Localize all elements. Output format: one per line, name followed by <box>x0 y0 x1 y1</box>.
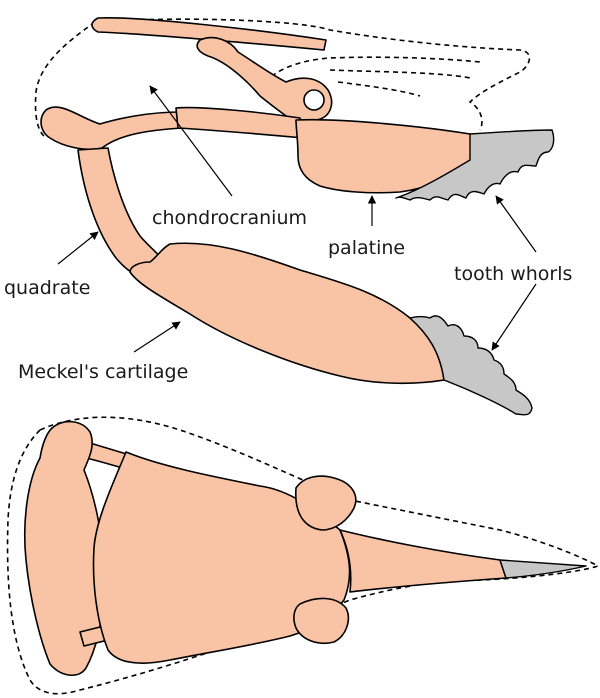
lateral-dorsal-outline <box>259 56 481 91</box>
lateral-head-outline <box>34 18 531 139</box>
upper-tooth-whorl <box>395 129 555 201</box>
pointer-tooth-whorl-lower <box>491 283 537 351</box>
pointer-chondrocranium <box>149 85 233 197</box>
ventral-left-element <box>23 420 105 676</box>
dorsal-strap <box>91 17 327 51</box>
hyoid-rod <box>40 106 183 151</box>
label-tooth-whorls: tooth whorls <box>454 263 572 285</box>
labels: chondrocranium palatine quadrate tooth w… <box>4 207 572 383</box>
label-quadrate: quadrate <box>4 277 90 299</box>
orbit-hole <box>303 89 325 111</box>
pointers <box>57 85 537 353</box>
ventral-main-body <box>92 451 351 664</box>
pointer-quadrate <box>57 231 99 265</box>
lateral-snout-outline <box>329 69 471 97</box>
label-palatine: palatine <box>328 237 405 259</box>
pointer-tooth-whorl-upper <box>495 195 537 253</box>
pointer-meckels <box>133 321 181 353</box>
label-meckels-cartilage: Meckel's cartilage <box>18 361 188 383</box>
lower-tooth-whorl <box>409 315 533 416</box>
ventral-lower-lobe <box>293 597 350 644</box>
ventral-snout-rod <box>339 529 507 593</box>
lateral-view <box>34 17 555 416</box>
ventral-upper-lobe <box>295 475 357 531</box>
ventral-tooth-tip <box>499 559 587 579</box>
palatine-shape <box>295 118 478 194</box>
meckels-cartilage-shape <box>129 242 445 385</box>
label-chondrocranium: chondrocranium <box>152 207 307 229</box>
ventral-view <box>6 416 600 695</box>
